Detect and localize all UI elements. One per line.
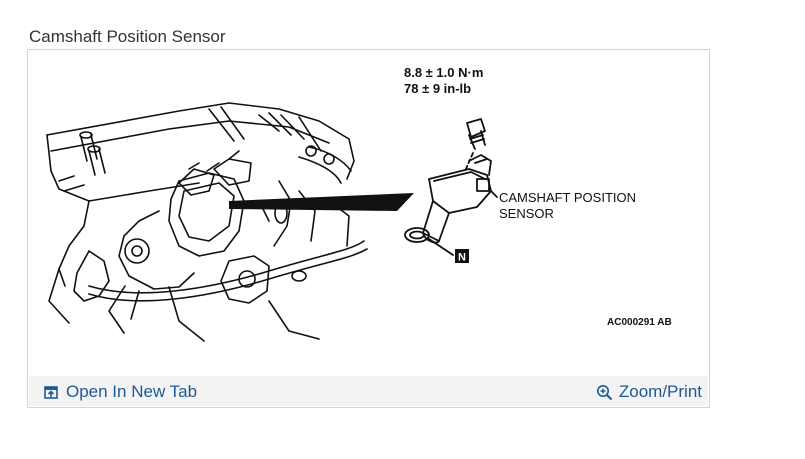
zoom-print-label: Zoom/Print [618,382,702,401]
camshaft-sensor-diagram: N 8.8 ± 1.0 N·m 78 ± 9 in-lb CAMSHAFT PO… [29,51,708,376]
callout-letter: N [458,252,466,264]
figure-card: N 8.8 ± 1.0 N·m 78 ± 9 in-lb CAMSHAFT PO… [27,49,710,408]
zoom-print-link[interactable]: Zoom/Print [596,382,702,402]
sensor-drawing [404,118,498,256]
open-in-new-tab-link[interactable]: Open In New Tab [43,382,197,402]
open-new-tab-icon [43,384,60,401]
zoom-magnifier-icon [596,384,613,401]
location-pointer [229,193,414,211]
part-label-line1: CAMSHAFT POSITION [499,190,636,205]
torque-metric: 8.8 ± 1.0 N·m [404,65,483,80]
page-title: Camshaft Position Sensor [29,27,226,46]
figure-footer: Open In New Tab Zoom/Print [29,376,708,406]
figure-code: AC000291 AB [607,317,672,328]
engine-drawing [46,102,368,342]
part-label-line2: SENSOR [499,206,554,221]
callout-box [455,249,469,263]
open-in-new-tab-label: Open In New Tab [66,382,198,401]
torque-imperial: 78 ± 9 in-lb [404,81,471,96]
